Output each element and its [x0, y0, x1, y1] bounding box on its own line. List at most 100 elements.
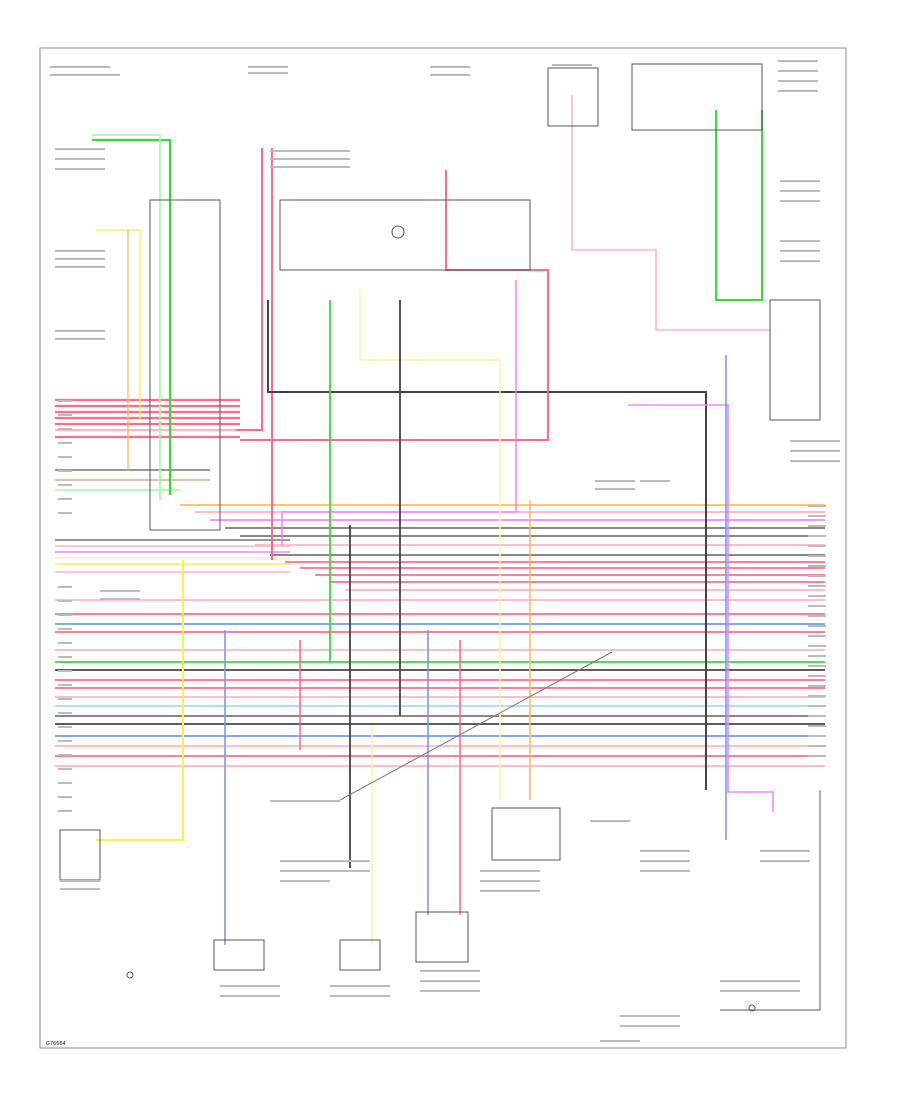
small-print-34 — [100, 590, 140, 592]
footer-code: G76664 — [46, 1041, 66, 1047]
small-print-27 — [780, 260, 820, 262]
wire-violet-center — [281, 280, 517, 545]
pin-label-left-25 — [58, 810, 72, 812]
small-print-64 — [270, 800, 340, 802]
small-print-52 — [60, 880, 100, 882]
wire-yellow-lower — [96, 560, 184, 841]
pin-label-left-4 — [58, 456, 72, 458]
small-print-17 — [270, 166, 350, 168]
small-print-35 — [100, 598, 140, 600]
pin-label-left-24 — [58, 796, 72, 798]
pin-label-left-21 — [58, 754, 72, 756]
small-print-51 — [720, 990, 800, 992]
pin-label-right-20 — [808, 705, 826, 707]
small-print-62 — [620, 1025, 680, 1027]
small-print-42 — [480, 880, 540, 882]
pin-label-right-8 — [808, 585, 826, 587]
small-print-40 — [330, 870, 370, 872]
pin-label-left-6 — [58, 484, 72, 486]
pin-label-left-12 — [58, 628, 72, 630]
pin-label-right-11 — [808, 615, 826, 617]
small-print-61 — [620, 1015, 680, 1017]
pin-label-right-17 — [808, 675, 826, 677]
small-print-2 — [248, 66, 288, 68]
small-print-22 — [780, 180, 820, 182]
pin-label-left-8 — [58, 512, 72, 514]
small-print-5 — [430, 74, 470, 76]
pin-label-left-22 — [58, 768, 72, 770]
pin-label-left-0 — [58, 400, 72, 402]
pin-label-right-1 — [808, 515, 826, 517]
small-print-49 — [760, 860, 810, 862]
wire-red-vert-1 — [236, 148, 263, 431]
small-print-4 — [430, 66, 470, 68]
wire-green-right — [715, 110, 763, 301]
wire-lightgreen-left — [92, 134, 161, 500]
pin-label-left-7 — [58, 498, 72, 500]
small-print-39 — [330, 860, 370, 862]
small-print-9 — [55, 168, 105, 170]
wire-pink-center — [571, 95, 770, 331]
bulb-indicator — [391, 225, 405, 239]
pin-label-left-2 — [58, 428, 72, 430]
small-print-38 — [280, 880, 330, 882]
small-print-25 — [780, 240, 820, 242]
wire-green-left — [92, 138, 172, 495]
small-print-60 — [220, 995, 280, 997]
pin-label-left-14 — [58, 656, 72, 658]
small-print-8 — [55, 158, 105, 160]
pin-label-right-18 — [808, 685, 826, 687]
pin-label-left-11 — [58, 614, 72, 616]
wire-yellow-left — [96, 229, 141, 420]
small-print-28 — [790, 440, 840, 442]
pin-label-right-23 — [808, 735, 826, 737]
small-print-56 — [420, 990, 480, 992]
pin-label-right-25 — [808, 755, 826, 757]
pin-label-right-6 — [808, 565, 826, 567]
small-print-30 — [790, 460, 840, 462]
pin-label-left-16 — [58, 684, 72, 686]
small-print-54 — [420, 970, 480, 972]
small-print-3 — [248, 72, 288, 74]
small-print-16 — [270, 158, 350, 160]
ground-point-2 — [748, 1004, 756, 1012]
small-print-50 — [720, 980, 800, 982]
pin-label-right-14 — [808, 645, 826, 647]
wire-gray-right-lower — [720, 790, 821, 1011]
small-print-37 — [280, 870, 330, 872]
control-module-center — [279, 199, 531, 271]
small-print-41 — [480, 870, 540, 872]
small-print-23 — [780, 190, 820, 192]
small-print-55 — [420, 980, 480, 982]
small-print-43 — [480, 890, 540, 892]
pin-label-right-22 — [808, 725, 826, 727]
pin-label-right-13 — [808, 635, 826, 637]
pin-label-left-5 — [58, 470, 72, 472]
fuel-pump-relay — [491, 807, 561, 861]
pin-label-right-19 — [808, 695, 826, 697]
small-print-1 — [50, 74, 120, 76]
small-print-33 — [640, 480, 670, 482]
small-print-58 — [330, 995, 390, 997]
relay-top-right — [631, 63, 763, 131]
pin-label-left-19 — [58, 726, 72, 728]
small-print-24 — [780, 200, 820, 202]
component-layer — [59, 63, 821, 1012]
pin-label-left-3 — [58, 442, 72, 444]
pin-label-right-16 — [808, 665, 826, 667]
pin-label-left-20 — [58, 740, 72, 742]
pin-label-left-18 — [58, 712, 72, 714]
small-print-57 — [330, 985, 390, 987]
fuse-block-top — [547, 67, 599, 127]
pin-label-right-24 — [808, 745, 826, 747]
pin-label-left-17 — [58, 698, 72, 700]
small-print-53 — [60, 888, 100, 890]
pin-label-right-4 — [808, 545, 826, 547]
small-print-45 — [640, 850, 690, 852]
small-print-48 — [760, 850, 810, 852]
small-print-19 — [778, 70, 818, 72]
pin-label-right-2 — [808, 525, 826, 527]
wire-red-center — [240, 170, 549, 441]
sensor-center-bottom — [415, 911, 469, 963]
small-print-11 — [55, 258, 105, 260]
